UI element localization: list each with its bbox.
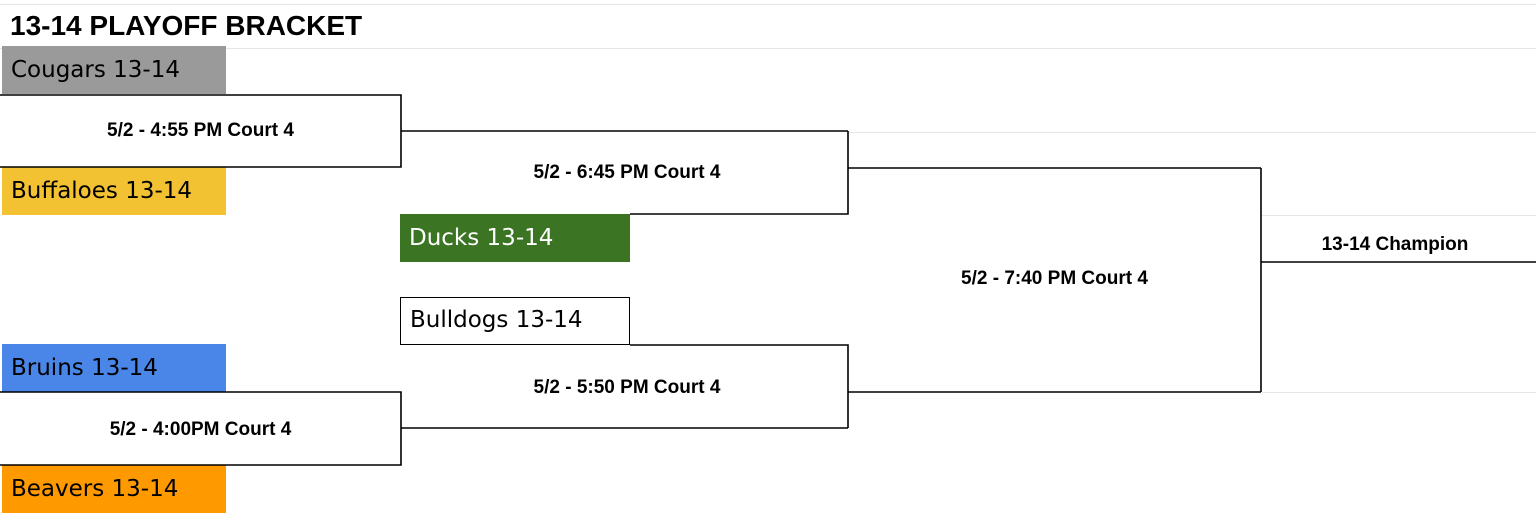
game-semi-bottom: 5/2 - 5:50 PM Court 4 — [533, 377, 721, 398]
game-semi-top: 5/2 - 6:45 PM Court 4 — [533, 162, 721, 183]
gridline — [0, 48, 1536, 49]
team-label: Cougars 13-14 — [11, 57, 180, 83]
gridline — [0, 4, 1536, 5]
game-final: 5/2 - 7:40 PM Court 4 — [961, 268, 1148, 289]
game-round1-top: 5/2 - 4:55 PM Court 4 — [107, 120, 294, 141]
page-title: 13-14 PLAYOFF BRACKET — [10, 10, 363, 41]
team-label: Beavers 13-14 — [11, 476, 179, 502]
team-label: Bulldogs 13-14 — [410, 307, 583, 333]
game-round1-bottom: 5/2 - 4:00PM Court 4 — [109, 419, 292, 440]
team-label: Ducks 13-14 — [409, 225, 554, 251]
bracket-line-semi-bottom — [630, 344, 849, 428]
team-cougars: Cougars 13-14 — [2, 46, 226, 94]
gridline — [1262, 392, 1536, 393]
bracket-line-semi-top — [630, 131, 849, 215]
team-label: Bruins 13-14 — [11, 355, 158, 381]
team-ducks: Ducks 13-14 — [400, 214, 630, 262]
team-bulldogs: Bulldogs 13-14 — [400, 297, 630, 345]
team-label: Buffaloes 13-14 — [11, 178, 193, 204]
team-beavers: Beavers 13-14 — [2, 465, 226, 513]
gridline — [1262, 215, 1536, 216]
gridline — [848, 132, 1536, 133]
team-bruins: Bruins 13-14 — [2, 344, 226, 392]
champion-label: 13-14 Champion — [1321, 234, 1469, 255]
team-buffaloes: Buffaloes 13-14 — [2, 167, 226, 215]
